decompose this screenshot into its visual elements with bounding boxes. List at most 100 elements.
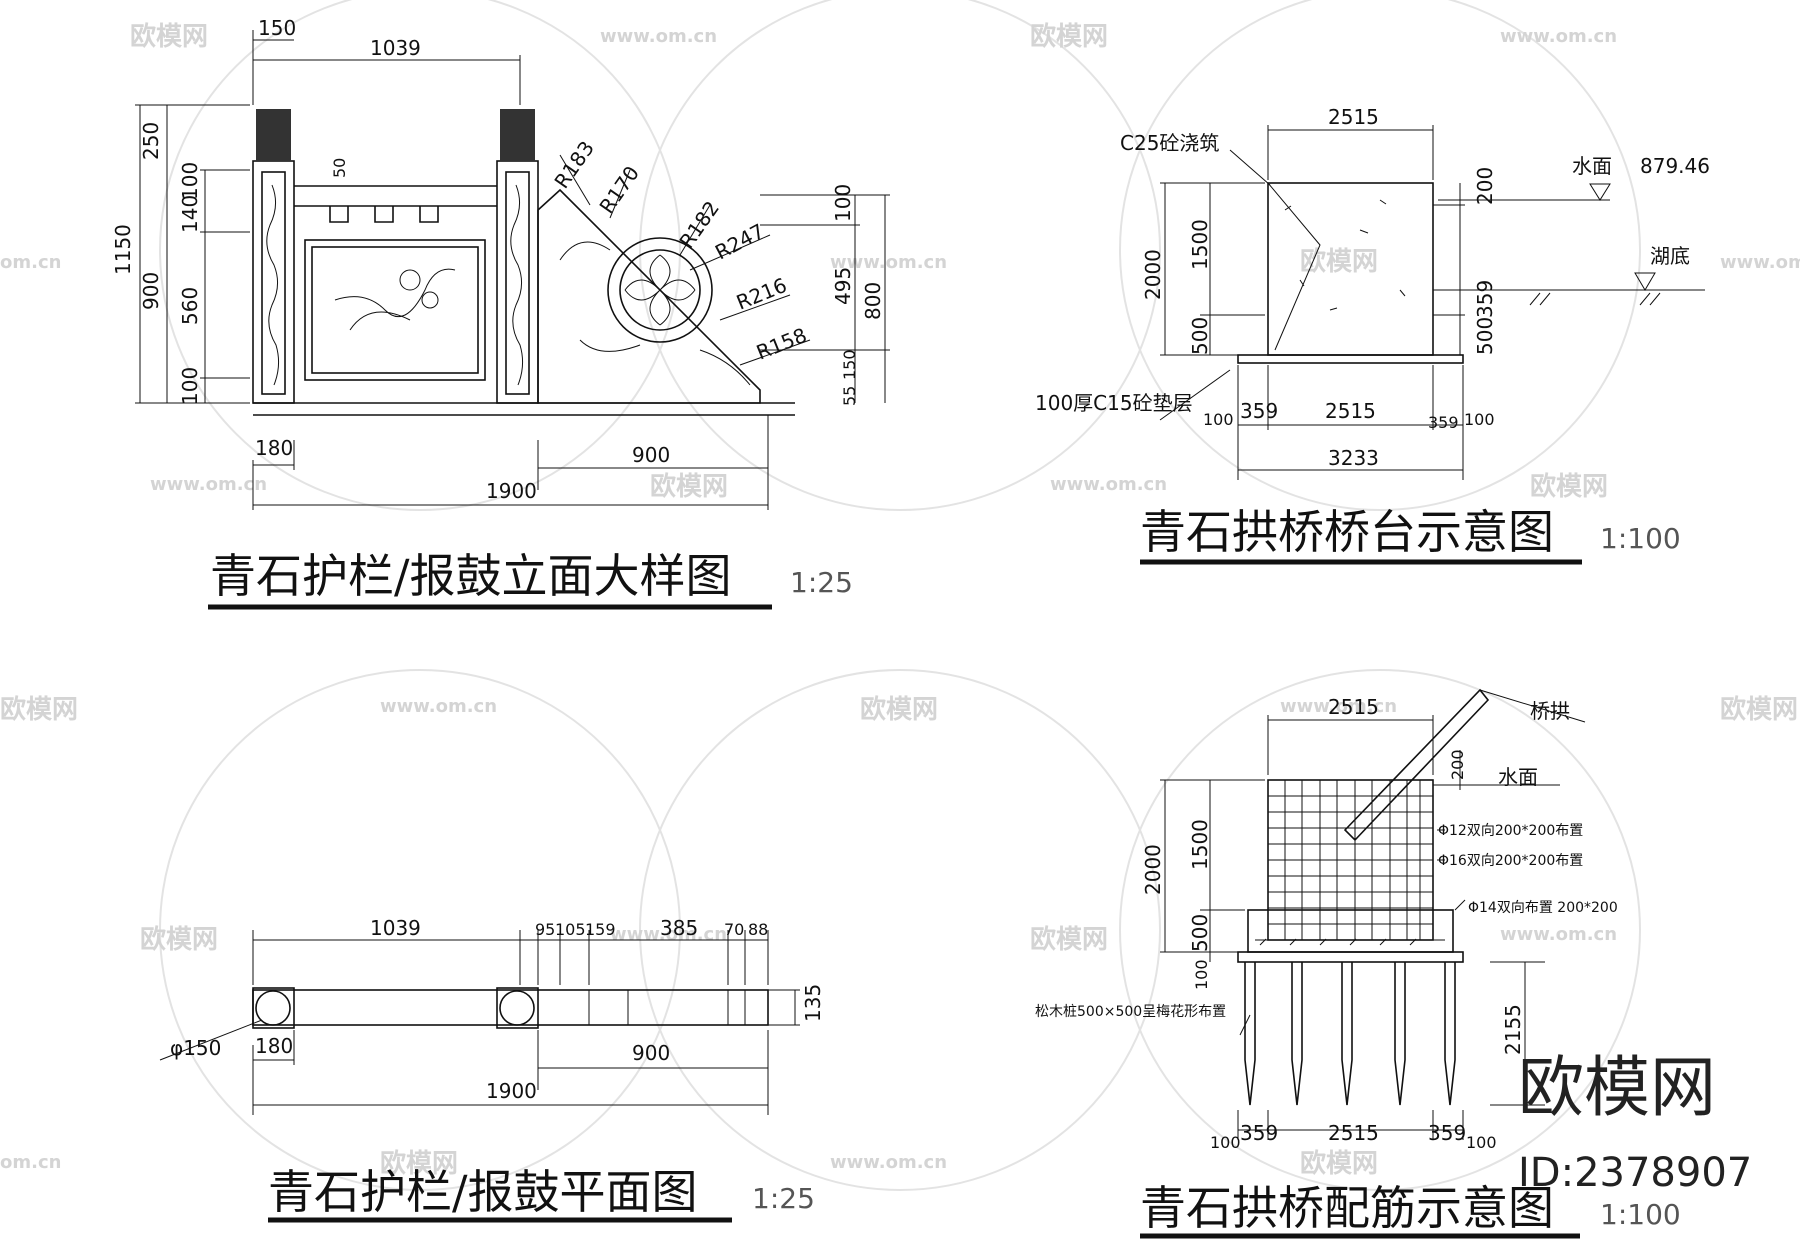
dim-50: 50 (330, 158, 349, 178)
watermark-url: www.om.cn (380, 696, 497, 717)
watermark-url-fragment: om.cn (0, 252, 61, 273)
watermark-url: www.om.cn (830, 252, 947, 273)
watermark-url-fragment: om.cn (0, 1152, 61, 1173)
dim-rebar-1500: 1500 (1188, 819, 1212, 870)
dim-rebar-500: 500 (1188, 914, 1212, 952)
dim-495: 495 (831, 267, 855, 305)
watermark-url: www.om.cn (830, 1152, 947, 1173)
dim-r247: R247 (711, 219, 768, 265)
panel1-title: 青石护栏/报鼓立面大样图 (210, 549, 732, 603)
panel-railing-plan: 1039 95 105 159 385 70 88 φ150 180 900 1… (159, 916, 825, 1223)
watermark-url: www.om.cn (1500, 924, 1617, 945)
panel-bridge-reinforcement: 2515 桥拱 水面 200 Φ12双向200*200布置 Φ16双向200*2… (1035, 688, 1681, 1239)
dim-right-500: 500 (1473, 317, 1497, 355)
dim-150: 150 (258, 16, 296, 40)
watermark-url: www.om.cn (600, 26, 717, 47)
watermark-brand: 欧模网 (1030, 21, 1108, 52)
watermark-url: www.om.cn (150, 474, 267, 495)
dim-b-2515: 2515 (1325, 399, 1376, 423)
dim-plan-1900: 1900 (486, 1079, 537, 1103)
dim-bot-900: 900 (632, 443, 670, 467)
watermark-brand: 欧模网 (1300, 1148, 1378, 1179)
dim-135: 135 (801, 984, 825, 1022)
panel3-title: 青石护栏/报鼓平面图 (268, 1165, 698, 1219)
dim-plan-1039: 1039 (370, 916, 421, 940)
dim-159: 159 (585, 920, 616, 939)
dim-rebar-b-359-right: 359 (1428, 1121, 1466, 1145)
dim-b-359-right: 359 (1428, 413, 1459, 432)
brand-name: 欧模网 (1518, 1049, 1716, 1126)
label-rebar-phi16: Φ16双向200*200布置 (1438, 853, 1583, 869)
watermark-brand: 欧模网 (1300, 246, 1378, 277)
watermark-brand: 欧模网 (1030, 924, 1108, 955)
label-c25-concrete: C25砼浇筑 (1120, 131, 1219, 155)
dim-100-top: 100 (178, 162, 202, 200)
watermark-brand: 欧模网 (130, 21, 208, 52)
dim-250: 250 (139, 122, 163, 160)
dim-rebar-100: 100 (1192, 959, 1211, 990)
dim-180: 180 (255, 436, 293, 460)
rebar-grid (1267, 779, 1434, 941)
dim-r170: R170 (594, 161, 644, 217)
dim-900: 900 (139, 272, 163, 310)
dim-1500: 1500 (1188, 219, 1212, 270)
dim-rebar-b-359: 359 (1240, 1121, 1278, 1145)
dim-385: 385 (660, 916, 698, 940)
dim-rebar-2515: 2515 (1328, 695, 1379, 719)
dim-70: 70 (724, 920, 744, 939)
dim-1900: 1900 (486, 479, 537, 503)
label-timber-piles: 松木桩500×500呈梅花形布置 (1035, 1003, 1226, 1020)
panel4-scale: 1:100 (1600, 1198, 1681, 1231)
label-rebar-phi14: Φ14双向布置 200*200 (1468, 900, 1618, 916)
panel1-scale: 1:25 (790, 566, 853, 599)
panel2-title: 青石拱桥桥台示意图 (1140, 505, 1554, 559)
dim-b-100: 100 (1203, 410, 1234, 429)
watermark-brand: 欧模网 (860, 694, 938, 725)
dim-right-359: 359 (1473, 280, 1497, 318)
timber-piles (1244, 962, 1456, 1106)
watermark-arcs (159, 0, 1641, 1191)
dim-2155: 2155 (1501, 1004, 1525, 1055)
label-water-level: 879.46 (1640, 154, 1710, 178)
dim-100-bottom: 100 (178, 367, 202, 405)
watermark-url: www.om.cn (1280, 696, 1397, 717)
label-arch: 桥拱 (1530, 699, 1570, 723)
dim-right-150: 150 (840, 349, 859, 380)
panel4-title: 青石拱桥配筋示意图 (1140, 1181, 1554, 1235)
dim-r216: R216 (733, 273, 790, 315)
label-water-surface: 水面 (1572, 154, 1612, 178)
panel3-scale: 1:25 (752, 1182, 815, 1215)
dim-plan-900: 900 (632, 1041, 670, 1065)
watermark-brand: 欧模网 (650, 471, 728, 502)
dim-rebar-b-2515: 2515 (1328, 1121, 1379, 1145)
watermark-brand: 欧模网 (1720, 694, 1798, 725)
post-head-carving (500, 109, 535, 161)
dim-plan-180: 180 (255, 1034, 293, 1058)
watermark-url: www.om.cn (1050, 474, 1167, 495)
dim-b-359: 359 (1240, 399, 1278, 423)
dim-right-100: 100 (831, 184, 855, 222)
dim-b-100-right: 100 (1464, 410, 1495, 429)
dim-800: 800 (861, 282, 885, 320)
dim-55: 55 (840, 386, 859, 406)
dim-rebar-200: 200 (1448, 749, 1467, 780)
dim-rebar-b-100: 100 (1210, 1133, 1241, 1152)
dim-200: 200 (1473, 167, 1497, 205)
label-rebar-phi12: Φ12双向200*200布置 (1438, 823, 1583, 839)
watermark-brand: 欧模网 (1530, 471, 1608, 502)
brand-stamp: 欧模网 ID:2378907 (1518, 1049, 1752, 1196)
dim-560: 560 (178, 287, 202, 325)
dim-2000: 2000 (1141, 249, 1165, 300)
dim-140: 140 (178, 195, 202, 233)
label-bedding: 100厚C15砼垫层 (1035, 391, 1193, 415)
watermark-brand: 欧模网 (140, 924, 218, 955)
panel-bridge-abutment: C25砼浇筑 2515 水面 879.46 湖底 2000 1500 500 2… (1035, 105, 1710, 565)
brand-id: ID:2378907 (1518, 1150, 1752, 1196)
dim-500: 500 (1188, 317, 1212, 355)
post-head-carving (256, 109, 291, 161)
dim-88: 88 (748, 920, 768, 939)
panel2-scale: 1:100 (1600, 522, 1681, 555)
dim-1039: 1039 (370, 36, 421, 60)
dim-95: 95 (535, 920, 555, 939)
